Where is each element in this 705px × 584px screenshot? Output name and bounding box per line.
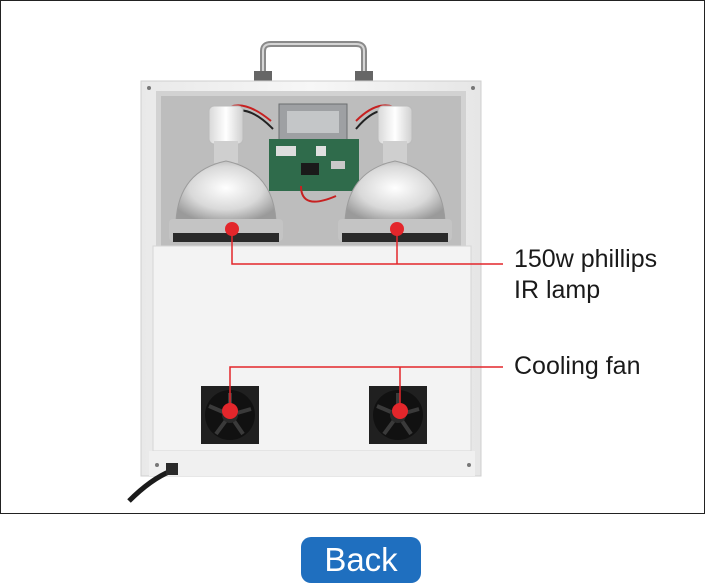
left-lamp-marker <box>225 222 239 236</box>
right-lamp-marker <box>390 222 404 236</box>
carry-handle-icon <box>254 41 373 85</box>
device-photo <box>127 41 503 503</box>
product-image-frame: 150w phillips IR lamp Cooling fan <box>0 0 705 514</box>
back-button[interactable]: Back <box>301 537 421 583</box>
lamp-label-line2: IR lamp <box>514 276 601 304</box>
lamp-callout-label: 150w phillips IR lamp <box>514 244 657 306</box>
right-fan-marker <box>392 403 408 419</box>
fan-callout-label: Cooling fan <box>514 352 641 380</box>
power-supply-icon <box>278 103 348 141</box>
lamp-label-line1: 150w phillips <box>514 245 658 273</box>
circuit-board-icon <box>269 139 359 191</box>
left-fan-marker <box>222 403 238 419</box>
